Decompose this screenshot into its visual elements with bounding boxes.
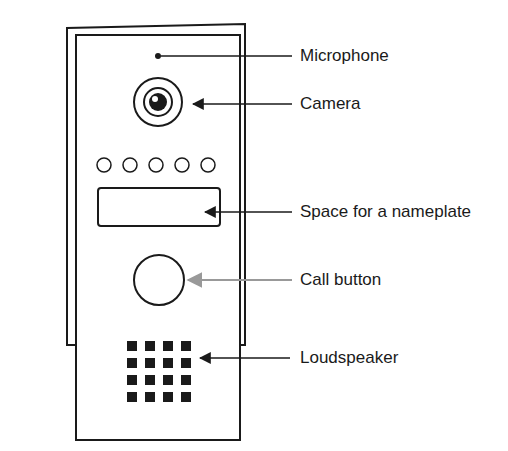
part-label: Space for a nameplate — [300, 202, 471, 222]
call-button — [134, 255, 184, 305]
part-label: Microphone — [300, 46, 389, 66]
leader-arrow — [193, 103, 292, 105]
front-panel — [76, 35, 240, 440]
camera-ring — [134, 78, 182, 126]
camera-bezel — [144, 88, 172, 116]
part-label: Loudspeaker — [300, 348, 398, 368]
leader-arrow — [205, 211, 292, 213]
leader-line — [161, 55, 292, 57]
camera-lens — [149, 93, 167, 111]
leader-arrow — [200, 357, 290, 359]
nameplate-slot — [98, 188, 220, 226]
lens-highlight — [152, 96, 158, 102]
led-row — [97, 158, 215, 172]
part-label: Camera — [300, 94, 360, 114]
microphone-hole — [155, 53, 161, 59]
loudspeaker-grille — [127, 341, 191, 402]
leader-arrow — [188, 279, 292, 281]
part-label: Call button — [300, 270, 381, 290]
